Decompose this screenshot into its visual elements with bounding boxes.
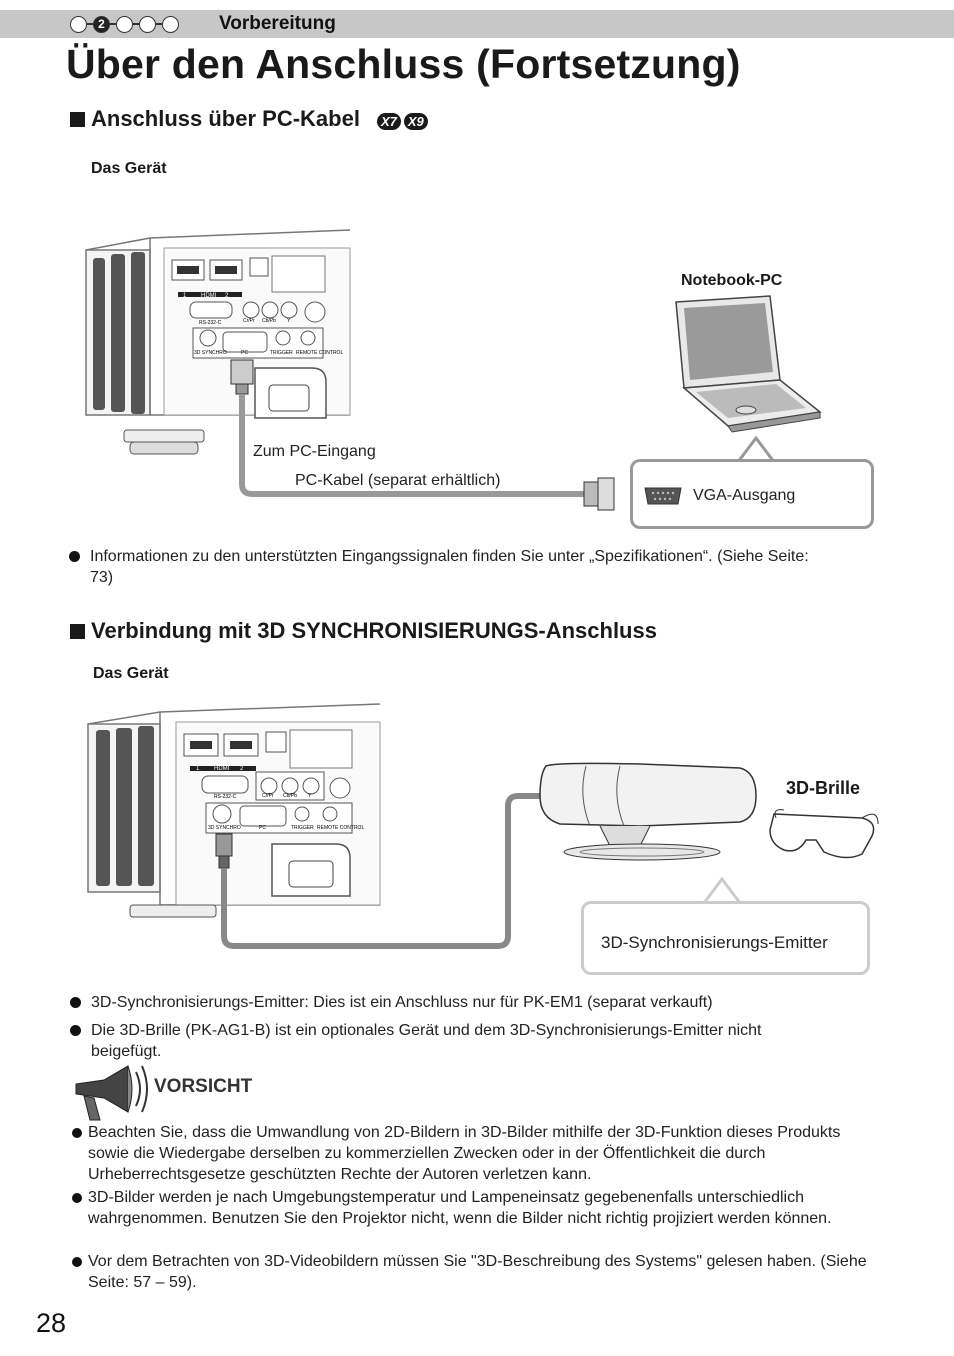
- pc-port-label: PC: [241, 350, 248, 356]
- section2-heading: Verbindung mit 3D SYNCHRONISIERUNGS-Ansc…: [70, 618, 657, 644]
- square-bullet-icon: [70, 623, 85, 639]
- glasses-label: 3D-Brille: [786, 778, 861, 798]
- step-4: [139, 15, 156, 33]
- hdmi2-label: 2: [225, 293, 229, 299]
- device-label-1: Das Gerät: [91, 160, 167, 177]
- megaphone-icon: [75, 1065, 148, 1121]
- section2-note-1-text: 3D-Synchronisierungs-Emitter: Dies ist e…: [91, 994, 713, 1011]
- synchro-label-2: 3D SYNCHRO: [208, 825, 241, 831]
- y-label-2: Y: [308, 793, 312, 799]
- caution-item-2: 3D-Bilder werden je nach Umgebungstemper…: [72, 1187, 872, 1229]
- cbpb-label: Cb/Pb: [262, 318, 276, 324]
- caution-title: VORSICHT: [154, 1076, 253, 1097]
- section2-note-2-text: Die 3D-Brille (PK-AG1-B) ist ein optiona…: [91, 1022, 762, 1060]
- to-pc-input-label: Zum PC-Eingang: [253, 443, 376, 460]
- bullet-icon: [72, 1128, 82, 1138]
- caution-item-3: Vor dem Betrachten von 3D-Videobildern m…: [72, 1251, 892, 1293]
- step-5: [162, 15, 179, 33]
- crpr-label: Cr/Pr: [243, 318, 255, 324]
- square-bullet-icon: [70, 111, 85, 127]
- step-3: [116, 15, 133, 33]
- badge-x7: X7: [376, 113, 401, 130]
- pc-port-label-2: PC: [259, 825, 266, 831]
- projector-rear-panel-2: [87, 703, 381, 918]
- hdmi-label: HDMI: [201, 293, 217, 299]
- step-1: [70, 15, 87, 33]
- section2-note-1: 3D-Synchronisierungs-Emitter: Dies ist e…: [70, 992, 830, 1013]
- vga-output-callout: VGA-Ausgang: [630, 459, 874, 529]
- rs232c-label-2: RS-232-C: [214, 794, 237, 800]
- 3d-sync-diagram: 1 HDMI 2 RS-232-C Cr/Pr Cb/Pb Y 3D SYNCH…: [87, 703, 879, 949]
- badge-x9: X9: [403, 113, 428, 130]
- section-label: Vorbereitung: [219, 13, 336, 34]
- laptop-icon: [675, 295, 822, 433]
- rs232c-label: RS-232-C: [199, 320, 222, 326]
- emitter-label: 3D-Synchronisierungs-Emitter: [601, 933, 828, 952]
- step-connector: [110, 23, 116, 25]
- hdmi-label-2: HDMI: [214, 766, 230, 772]
- step-connector: [156, 23, 162, 25]
- step-connector: [133, 23, 139, 25]
- caution-item-2-text: 3D-Bilder werden je nach Umgebungstemper…: [88, 1189, 832, 1227]
- bullet-icon: [70, 997, 81, 1008]
- sync-cable: [215, 793, 548, 949]
- cbpb-label-2: Cb/Pb: [283, 793, 297, 799]
- pc-cable: [230, 359, 615, 511]
- section2-heading-text: Verbindung mit 3D SYNCHRONISIERUNGS-Ansc…: [91, 618, 657, 643]
- section1-note: Informationen zu den unterstützten Einga…: [69, 546, 809, 588]
- emitter-device-icon: [539, 762, 757, 861]
- caution-item-1-text: Beachten Sie, dass die Umwandlung von 2D…: [88, 1124, 841, 1183]
- vga-output-label: VGA-Ausgang: [693, 487, 796, 504]
- step-2-active: 2: [93, 15, 110, 33]
- remote-label-2: REMOTE CONTROL: [317, 825, 364, 831]
- step-connector: [87, 23, 93, 25]
- caution-item-3-text: Vor dem Betrachten von 3D-Videobildern m…: [88, 1253, 867, 1291]
- page-number: 28: [36, 1308, 67, 1338]
- device-label-2: Das Gerät: [93, 665, 169, 682]
- cable-label: PC-Kabel (separat erhältlich): [295, 472, 501, 489]
- bullet-icon: [69, 551, 80, 562]
- trigger-label-2: TRIGGER: [291, 825, 314, 831]
- projector-rear-panel-1: [85, 229, 351, 455]
- hdmi1-label: 1: [183, 293, 187, 299]
- step-indicator: 2: [70, 13, 179, 35]
- hdmi1-label-2: 1: [196, 766, 200, 772]
- caution-item-1: Beachten Sie, dass die Umwandlung von 2D…: [72, 1122, 862, 1185]
- section2-note-2: Die 3D-Brille (PK-AG1-B) ist ein optiona…: [70, 1020, 830, 1062]
- bullet-icon: [72, 1257, 82, 1267]
- emitter-callout: 3D-Synchronisierungs-Emitter: [581, 901, 870, 975]
- crpr-label-2: Cr/Pr: [262, 793, 274, 799]
- 3d-glasses-icon: [769, 809, 879, 859]
- hdmi2-label-2: 2: [240, 766, 244, 772]
- callout-pointer: [702, 877, 742, 904]
- trigger-label: TRIGGER: [270, 350, 293, 356]
- bullet-icon: [72, 1193, 82, 1203]
- vga-port-icon: [644, 487, 682, 505]
- remote-label: REMOTE CONTROL: [296, 350, 343, 356]
- y-label: Y: [287, 318, 291, 324]
- page-title: Über den Anschluss (Fortsetzung): [66, 41, 741, 87]
- pc-connection-diagram: 1 HDMI 2 RS-232-C Cr/Pr Cb/Pb Y 3D SYNCH…: [85, 229, 822, 511]
- notebook-label: Notebook-PC: [681, 272, 783, 289]
- synchro-label: 3D SYNCHRO: [194, 350, 227, 356]
- section1-note-text: Informationen zu den unterstützten Einga…: [90, 548, 809, 586]
- callout-pointer: [736, 436, 776, 463]
- section1-heading-text: Anschluss über PC-Kabel: [91, 106, 360, 131]
- bullet-icon: [70, 1025, 81, 1036]
